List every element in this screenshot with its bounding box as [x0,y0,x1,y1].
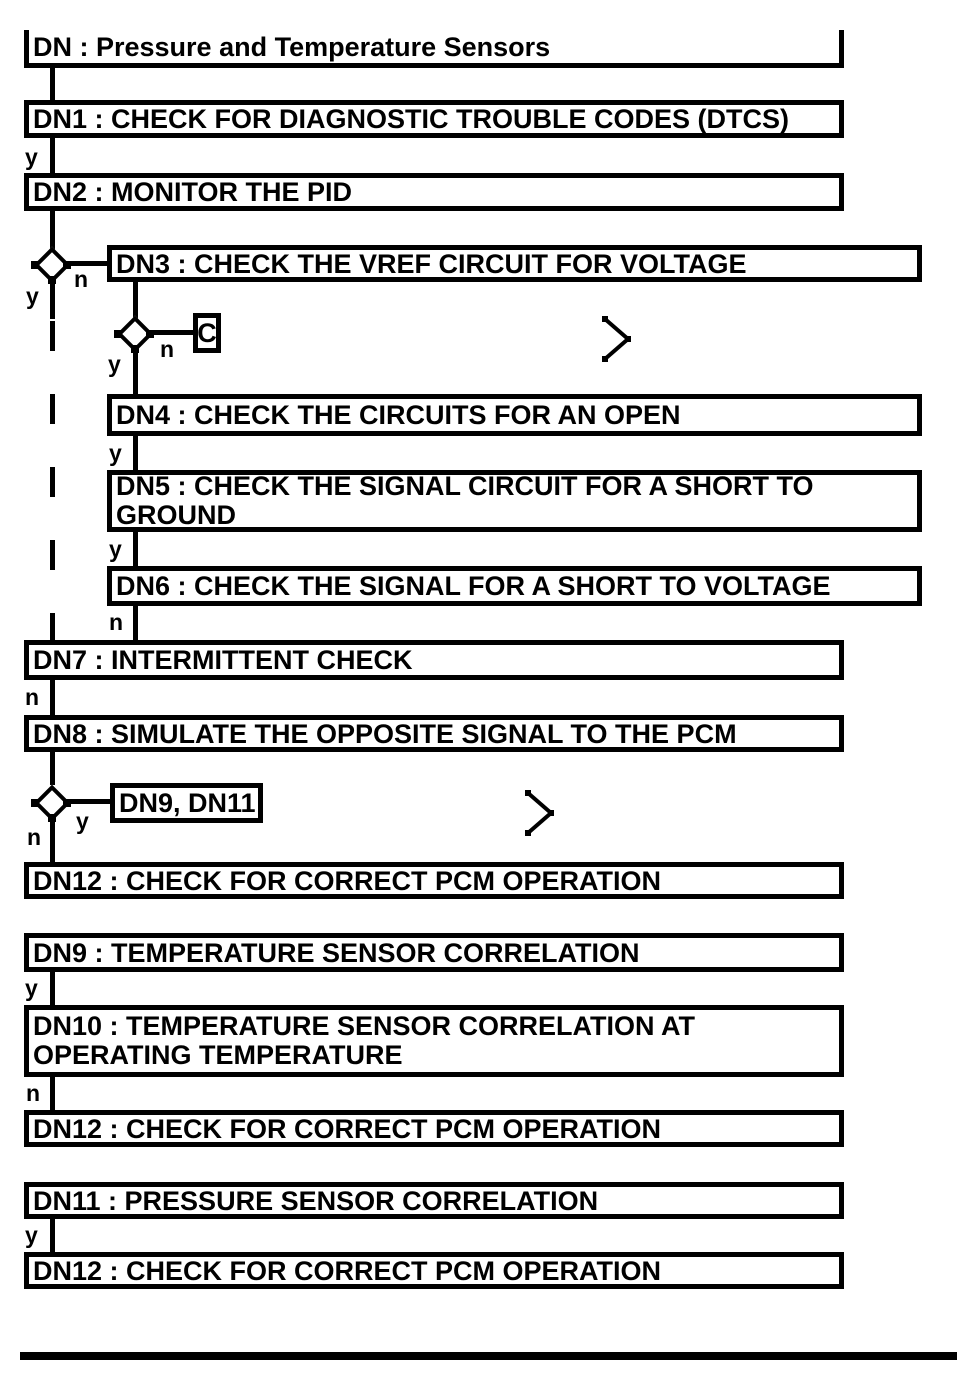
node-dn10: DN10 : TEMPERATURE SENSOR CORRELATION AT… [24,1005,844,1077]
connector-line [50,680,55,715]
connector-line [70,799,110,804]
connector-line [151,330,193,335]
node-dn7: DN7 : INTERMITTENT CHECK [24,640,844,680]
node-dn12-c-label: DN12 : CHECK FOR CORRECT PCM OPERATION [33,1255,662,1286]
branch-label-n-dn10: n [26,1080,41,1106]
offpage-connector-c-label: C [197,317,217,348]
connector-line [50,138,55,173]
connector-line [50,68,55,100]
branch-label-y-diamond2: y [108,351,121,377]
branch-label-n-diamond1: n [74,266,89,292]
diamond-left-nub [31,261,39,269]
connector-line [50,752,55,785]
node-dn12-b: DN12 : CHECK FOR CORRECT PCM OPERATION [24,1110,844,1147]
node-dn12-a: DN12 : CHECK FOR CORRECT PCM OPERATION [24,862,844,899]
node-dn5: DN5 : CHECK THE SIGNAL CIRCUIT FOR A SHO… [107,470,922,532]
node-dn3: DN3 : CHECK THE VREF CIRCUIT FOR VOLTAGE [107,245,922,282]
branch-label-n-diamond2: n [160,336,175,362]
connector-line [70,261,107,266]
bottom-separator-rule [20,1352,957,1360]
connector-line [50,972,55,1005]
branch-label-y-dn5: y [109,536,122,562]
node-dn6: DN6 : CHECK THE SIGNAL FOR A SHORT TO VO… [107,566,922,606]
node-dn12-b-label: DN12 : CHECK FOR CORRECT PCM OPERATION [33,1113,662,1144]
node-dn4-label: DN4 : CHECK THE CIRCUITS FOR AN OPEN [116,400,681,430]
branch-label-y-dn9: y [25,975,38,1001]
diamond-bottom-nub [131,345,139,353]
diamond-right-nub [63,799,71,807]
branch-label-y-dn11: y [25,1222,38,1248]
connector-line [50,211,55,250]
branch-label-y-dn1: y [25,144,38,170]
node-dn1: DN1 : CHECK FOR DIAGNOSTIC TROUBLE CODES… [24,100,844,138]
branch-label-n-dn7: n [25,684,40,710]
flowchart-title: DN : Pressure and Temperature Sensors [33,31,551,62]
diamond-left-nub [31,799,39,807]
dashed-connector-line [50,321,55,640]
offpage-connector-c: C [193,313,221,353]
node-dn8-label: DN8 : SIMULATE THE OPPOSITE SIGNAL TO TH… [33,718,737,749]
connector-line [50,1077,55,1110]
connector-line [50,822,55,862]
connector-line [133,532,138,566]
branch-label-y-dn4: y [109,440,122,466]
connector-line [133,606,138,640]
diamond-bottom-nub [48,276,56,284]
node-dn5-label: DN5 : CHECK THE SIGNAL CIRCUIT FOR A SHO… [116,471,822,530]
node-dn2: DN2 : MONITOR THE PID [24,173,844,211]
connector-line [133,353,138,394]
node-dn7-label: DN7 : INTERMITTENT CHECK [33,645,413,675]
node-dn8: DN8 : SIMULATE THE OPPOSITE SIGNAL TO TH… [24,715,844,752]
node-dn4: DN4 : CHECK THE CIRCUITS FOR AN OPEN [107,394,922,436]
diamond-bottom-nub [48,814,56,822]
node-dn9-dn11-ref: DN9, DN11 [110,783,263,823]
branch-label-y-diamond1: y [26,283,39,309]
title-box: DN : Pressure and Temperature Sensors [24,30,844,68]
node-dn12-c: DN12 : CHECK FOR CORRECT PCM OPERATION [24,1252,844,1289]
node-dn1-label: DN1 : CHECK FOR DIAGNOSTIC TROUBLE CODES… [33,104,789,134]
branch-label-y-diamond3: y [76,808,89,834]
diamond-right-nub [146,330,154,338]
connector-line [133,436,138,470]
node-dn11: DN11 : PRESSURE SENSOR CORRELATION [24,1182,844,1219]
connector-line [50,283,55,319]
continuation-chevron-icon [602,316,632,362]
branch-label-n-dn6: n [109,609,124,635]
node-dn11-label: DN11 : PRESSURE SENSOR CORRELATION [33,1185,599,1216]
node-dn12-a-label: DN12 : CHECK FOR CORRECT PCM OPERATION [33,865,662,896]
diamond-right-nub [63,261,71,269]
node-dn10-label: DN10 : TEMPERATURE SENSOR CORRELATION AT… [33,1011,703,1070]
node-dn9-dn11-ref-label: DN9, DN11 [119,788,256,818]
branch-label-n-diamond3: n [27,824,42,850]
node-dn2-label: DN2 : MONITOR THE PID [33,177,353,207]
continuation-chevron-icon [525,790,555,836]
node-dn6-label: DN6 : CHECK THE SIGNAL FOR A SHORT TO VO… [116,571,831,601]
node-dn3-label: DN3 : CHECK THE VREF CIRCUIT FOR VOLTAGE [116,248,747,279]
connector-line [50,1219,55,1252]
diamond-left-nub [114,330,122,338]
node-dn9-label: DN9 : TEMPERATURE SENSOR CORRELATION [33,937,640,968]
node-dn9: DN9 : TEMPERATURE SENSOR CORRELATION [24,933,844,972]
connector-line [133,282,138,321]
